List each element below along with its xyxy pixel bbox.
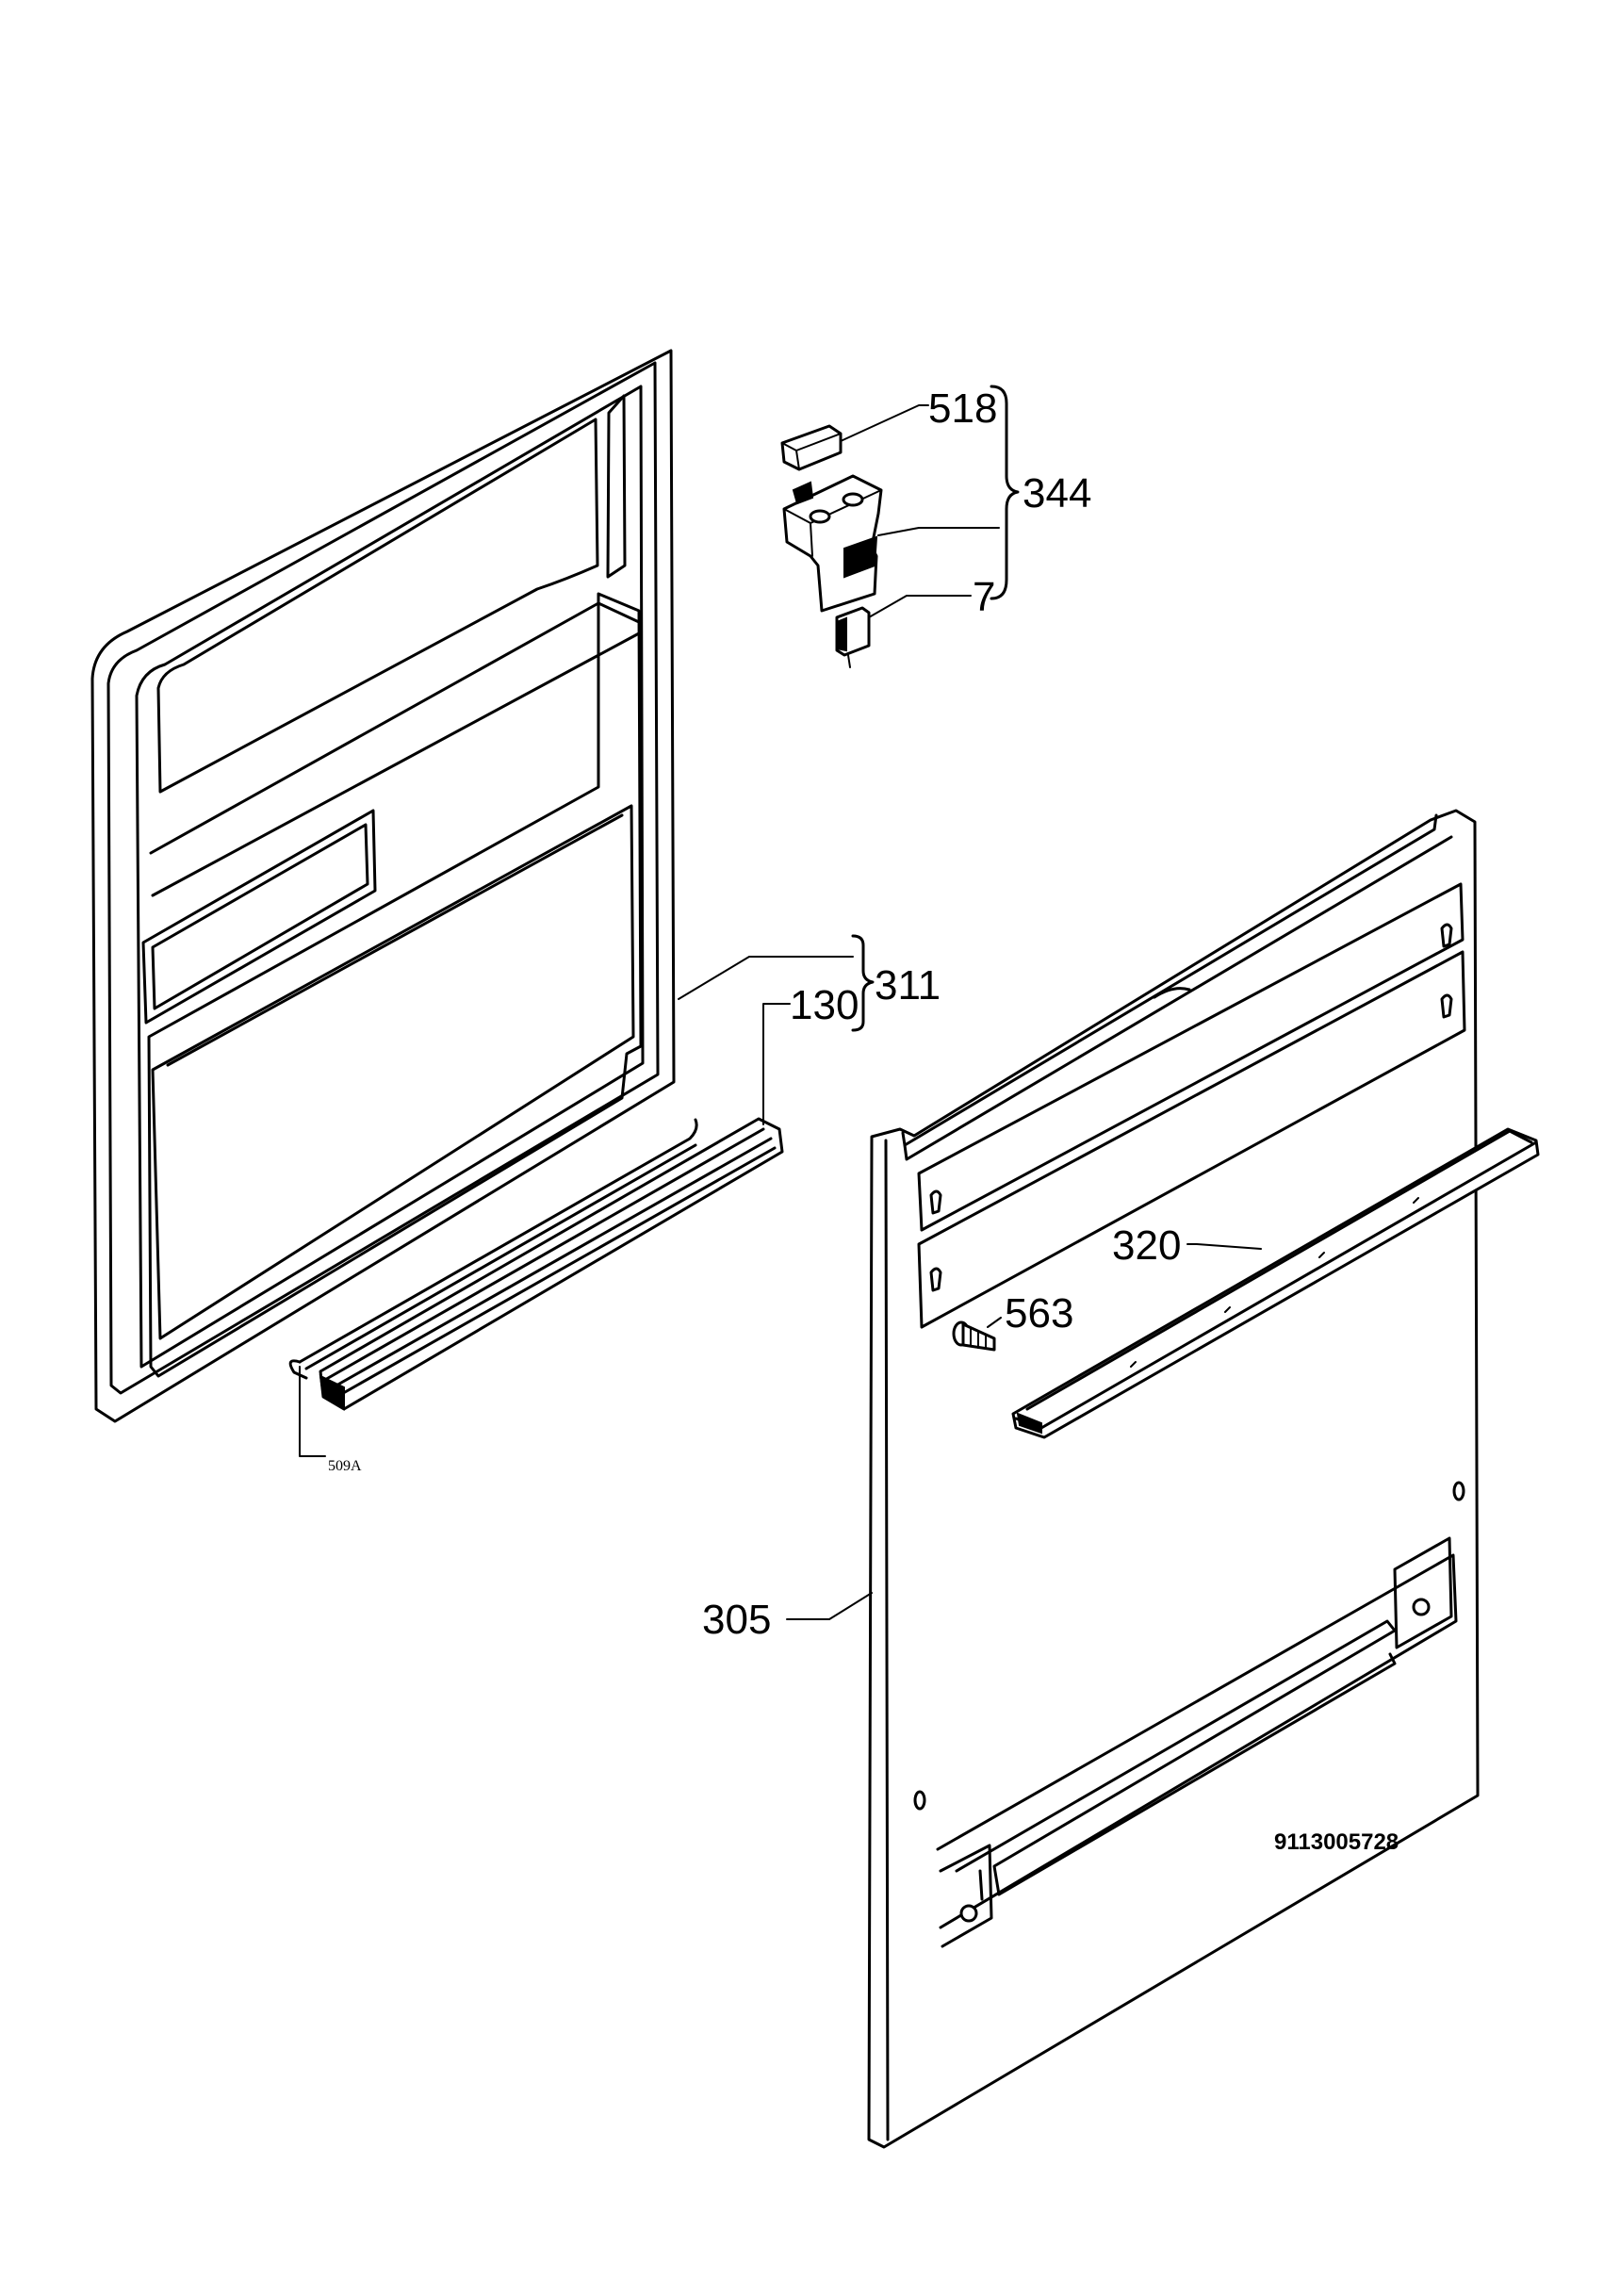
part-label-344: 344 [1023,470,1091,517]
part-label-509a: 509A [328,1458,362,1474]
part-label-305: 305 [702,1597,771,1643]
part-label-7: 7 [973,574,995,620]
part-labels: 518 344 7 311 130 509A 320 563 305 91130… [328,385,1399,1855]
part-label-518: 518 [928,385,997,432]
part-label-563: 563 [1005,1290,1073,1337]
drawing-number: 9113005728 [1274,1829,1399,1855]
door-seal-and-rod [288,1117,784,1411]
inner-door-panel [90,349,676,1423]
leader-lines [299,385,1262,1620]
outer-door-panel [867,809,1480,2149]
part-label-320: 320 [1112,1222,1181,1269]
hinge-strip [1011,1127,1540,1439]
part-label-130: 130 [790,982,859,1028]
door-lock-assembly [780,424,883,668]
part-label-311: 311 [875,962,941,1009]
screw [952,1320,996,1352]
